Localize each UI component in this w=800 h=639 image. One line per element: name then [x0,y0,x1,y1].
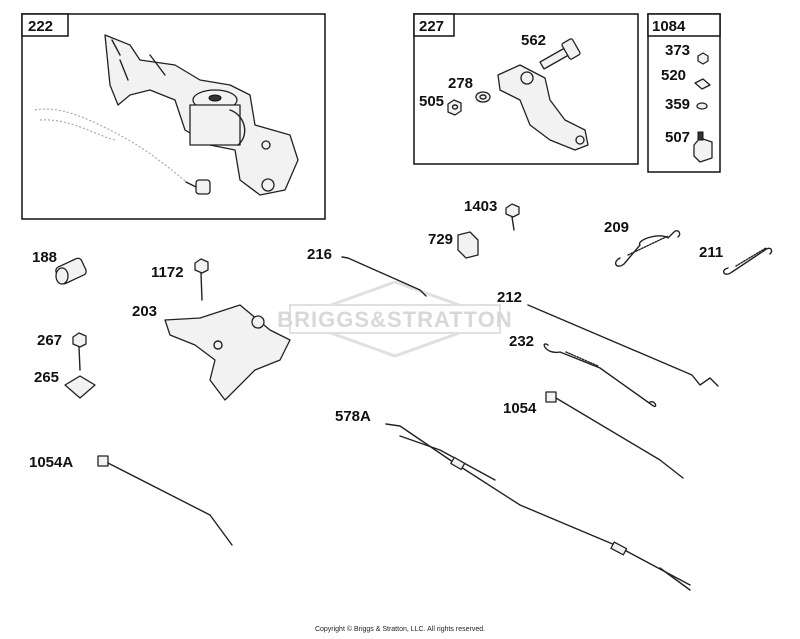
label-209: 209 [604,219,629,236]
label-278: 278 [448,75,473,92]
box-label-222: 222 [28,18,53,35]
spacer-188 [55,257,87,285]
washer-278 [475,91,491,103]
label-729: 729 [428,231,453,248]
label-359: 359 [665,96,690,113]
label-216: 216 [307,246,332,263]
label-505: 505 [419,93,444,110]
clamp-265 [64,375,96,399]
spring-209 [614,229,681,267]
switch-507 [693,131,713,163]
label-203: 203 [132,303,157,320]
label-1172: 1172 [151,264,184,281]
label-1054: 1054 [503,400,537,417]
screw-1403 [505,203,520,231]
governor-rod-212 [527,304,719,387]
label-232: 232 [509,333,534,350]
label-1054A: 1054A [29,454,73,471]
washer-359 [696,102,708,110]
cable-tie-1054 [545,391,684,479]
cable-tie-1054A [97,455,233,546]
ghost-linkage-rod [34,108,191,186]
bolt-562 [539,38,581,70]
control-bracket-assembly [104,34,299,196]
label-1403: 1403 [464,198,497,215]
lever-bracket-227 [497,64,589,151]
label-212: 212 [497,289,522,306]
spring-211 [722,247,773,275]
label-507: 507 [665,129,690,146]
nut-505 [447,99,462,116]
label-578A: 578A [335,408,371,425]
kit-box-1084: 1084 [647,13,721,173]
screw-1172 [194,258,209,301]
label-265: 265 [34,369,59,386]
clip-520 [694,78,711,90]
watermark-text: BRIGGS&STRATTON [277,307,512,332]
wire-harness-578A [385,423,691,591]
brand-watermark: BRIGGS&STRATTON [277,280,512,358]
kit-box-227: 227 [413,13,639,165]
link-rod-216 [341,256,427,297]
label-267: 267 [37,332,62,349]
box-label-227: 227 [419,18,444,35]
screw-267 [72,332,87,371]
label-562: 562 [521,32,546,49]
clip-729 [457,231,479,259]
copyright-notice: Copyright © Briggs & Stratton, LLC. All … [314,626,486,633]
label-188: 188 [32,249,57,266]
governor-bracket-203 [164,304,291,401]
label-520: 520 [661,67,686,84]
label-211: 211 [699,244,723,261]
spring-link-232 [543,343,657,408]
nut-373 [697,52,709,65]
label-373: 373 [665,42,690,59]
box-label-1084: 1084 [652,18,686,35]
kit-box-222: 222 [21,13,326,220]
